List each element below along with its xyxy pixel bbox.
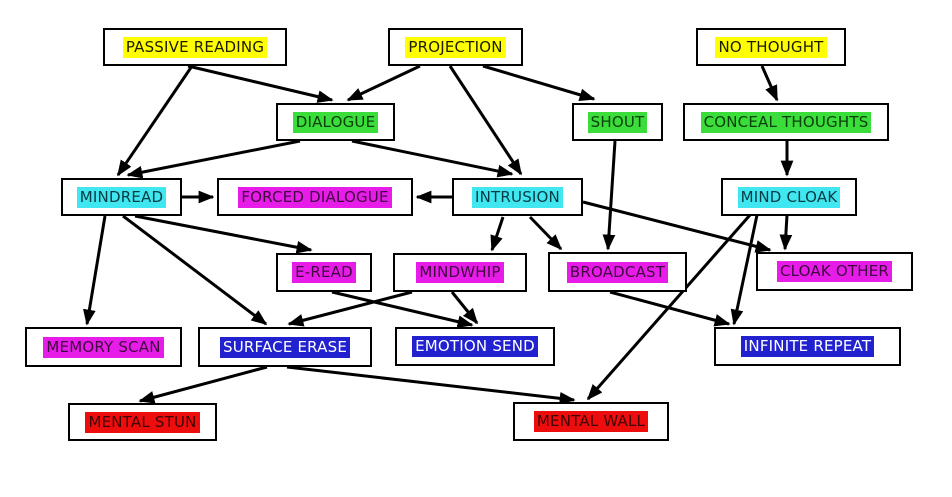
edge-dialogue-to-mindread: [126, 139, 301, 179]
node-surface-erase: SURFACE ERASE: [198, 327, 372, 367]
node-cloak-other: CLOAK OTHER: [756, 252, 913, 291]
node-label-mind-cloak: MIND CLOAK: [737, 186, 841, 208]
node-label-infinite-repeat: INFINITE REPEAT: [740, 336, 875, 357]
node-label-cloak-other: CLOAK OTHER: [776, 261, 893, 282]
node-label-no-thought: NO THOUGHT: [715, 36, 827, 58]
node-conceal-thoughts: CONCEAL THOUGHTS: [683, 103, 889, 141]
node-label-projection: PROJECTION: [405, 36, 506, 58]
node-e-read: E-READ: [276, 253, 372, 292]
edge-dialogue-to-intrusion: [351, 139, 514, 178]
node-label-broadcast: BROADCAST: [566, 261, 669, 283]
edge-passive-reading-to-mindread: [116, 65, 194, 177]
node-label-emotion-send: EMOTION SEND: [412, 336, 538, 357]
node-label-passive-reading: PASSIVE READING: [122, 36, 268, 58]
node-label-mental-wall: MENTAL WALL: [533, 411, 649, 432]
edge-mindwhip-to-surface-erase: [287, 290, 413, 327]
node-no-thought: NO THOUGHT: [696, 28, 846, 66]
node-label-dialogue: DIALOGUE: [292, 111, 379, 133]
node-emotion-send: EMOTION SEND: [395, 327, 555, 366]
node-label-intrusion: INTRUSION: [472, 186, 563, 208]
edge-surface-erase-to-mental-wall: [286, 365, 576, 405]
node-label-conceal-thoughts: CONCEAL THOUGHTS: [700, 111, 872, 133]
node-intrusion: INTRUSION: [452, 178, 583, 216]
node-memory-scan: MEMORY SCAN: [25, 327, 182, 367]
node-label-mindwhip: MINDWHIP: [416, 262, 504, 283]
edge-intrusion-to-broadcast: [528, 215, 563, 251]
edge-no-thought-to-conceal-thoughts: [760, 65, 779, 102]
node-dialogue: DIALOGUE: [276, 103, 395, 141]
node-infinite-repeat: INFINITE REPEAT: [714, 327, 901, 366]
node-mind-cloak: MIND CLOAK: [721, 178, 857, 216]
edge-surface-erase-to-mental-stun: [138, 365, 268, 404]
edge-e-read-to-emotion-send: [331, 290, 474, 328]
node-label-mindread: MINDREAD: [76, 186, 167, 208]
edge-mindread-to-surface-erase: [122, 214, 268, 326]
node-forced-dialogue: FORCED DIALOGUE: [217, 178, 413, 216]
node-mental-wall: MENTAL WALL: [513, 402, 669, 441]
edge-mindread-to-memory-scan: [83, 215, 107, 326]
edge-broadcast-to-infinite-repeat: [609, 290, 731, 327]
node-projection: PROJECTION: [388, 28, 523, 66]
edge-intrusion-to-mindwhip: [490, 216, 505, 252]
node-passive-reading: PASSIVE READING: [103, 28, 287, 66]
node-label-e-read: E-READ: [292, 262, 356, 283]
node-shout: SHOUT: [572, 103, 663, 141]
node-label-shout: SHOUT: [587, 111, 648, 133]
edge-mind-cloak-to-infinite-repeat: [730, 214, 759, 326]
edge-passive-reading-to-dialogue: [187, 64, 334, 103]
edge-shout-to-broadcast: [602, 140, 617, 251]
edge-projection-to-intrusion: [448, 65, 523, 176]
node-label-forced-dialogue: FORCED DIALOGUE: [238, 186, 392, 208]
edge-mindwhip-to-emotion-send: [450, 291, 479, 325]
node-label-mental-stun: MENTAL STUN: [85, 411, 200, 433]
node-label-surface-erase: SURFACE ERASE: [219, 336, 351, 358]
edge-projection-to-dialogue: [346, 64, 421, 102]
edge-mindread-to-e-read: [134, 214, 313, 254]
node-label-memory-scan: MEMORY SCAN: [43, 336, 164, 358]
node-mindread: MINDREAD: [61, 178, 182, 216]
edge-projection-to-shout: [482, 64, 596, 102]
node-mindwhip: MINDWHIP: [393, 253, 527, 292]
edge-intrusion-to-cloak-other: [582, 200, 772, 253]
edge-mind-cloak-to-cloak-other: [779, 214, 793, 251]
node-mental-stun: MENTAL STUN: [68, 403, 217, 441]
node-broadcast: BROADCAST: [548, 252, 687, 292]
